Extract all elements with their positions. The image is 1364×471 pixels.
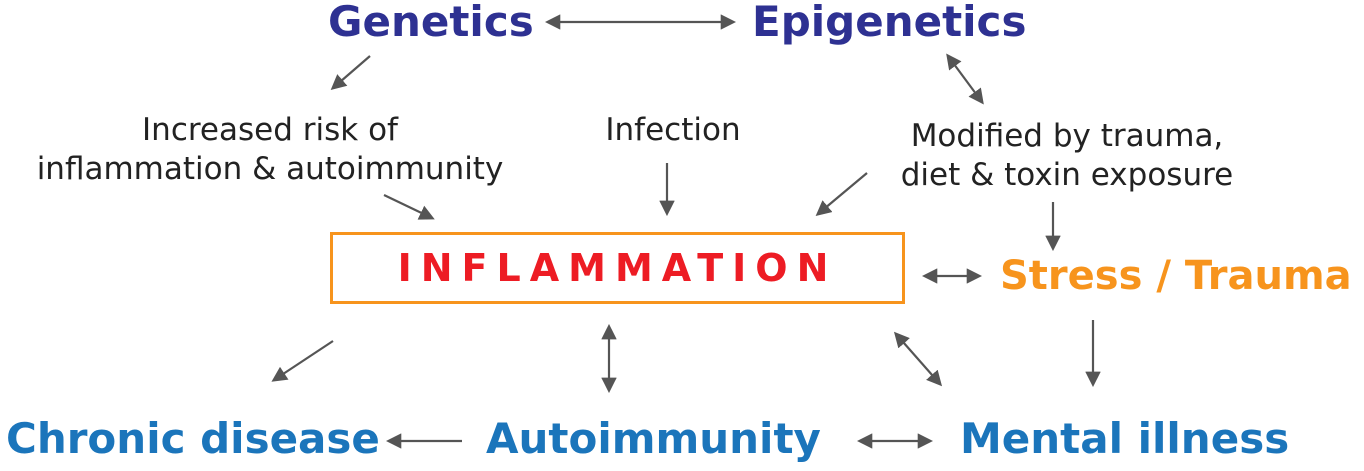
increased-risk-line-2: inflammation & autoimmunity — [36, 150, 504, 187]
epigenetics-node: Epigenetics — [752, 0, 1027, 46]
genetics-node: Genetics — [328, 0, 534, 46]
arrow-risk-to-inflammation — [383, 194, 435, 220]
arrow-modified-to-inflammation — [815, 172, 868, 216]
inflammation-box: INFLAMMATION — [330, 232, 905, 304]
arrow-genetics-to-risk — [330, 55, 371, 91]
arrow-inflammation-mental — [893, 331, 943, 387]
modified-by-line-2: diet & toxin exposure — [900, 156, 1234, 193]
infection-label: Infection — [605, 112, 741, 148]
inflammation-label: INFLAMMATION — [397, 246, 838, 290]
modified-by-line-1: Modified by trauma, — [910, 118, 1224, 154]
chronic-disease-node: Chronic disease — [6, 414, 380, 463]
arrow-epigenetics-modified — [946, 53, 984, 105]
mental-illness-node: Mental illness — [960, 414, 1290, 463]
autoimmunity-node: Autoimmunity — [486, 414, 821, 463]
arrow-inflammation-to-chronic — [271, 340, 334, 382]
modified-by-label: Modified by trauma, diet & toxin exposur… — [874, 117, 1260, 195]
increased-risk-line-1: Increased risk of — [142, 112, 398, 148]
increased-risk-label: Increased risk of inflammation & autoimm… — [2, 111, 538, 189]
stress-trauma-node: Stress / Trauma — [1000, 253, 1352, 299]
